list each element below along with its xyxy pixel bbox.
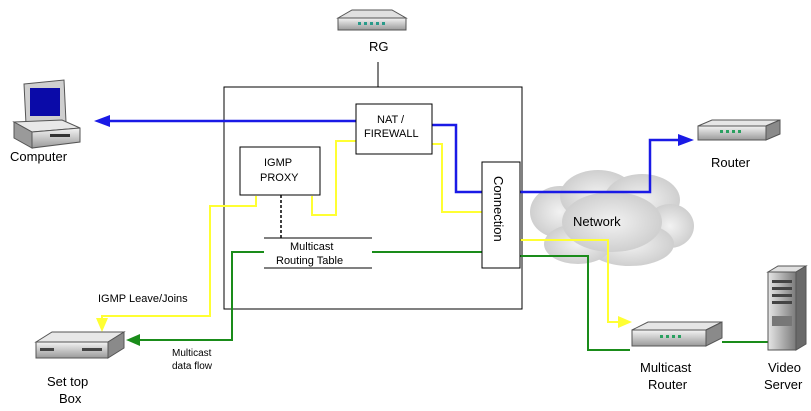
video-label-line1: Video (768, 360, 801, 375)
mrouter-label-line2: Router (648, 377, 688, 392)
igmp-leave-joins-label: IGMP Leave/Joins (98, 293, 188, 305)
router-label: Router (711, 155, 751, 170)
igmp-arrow-stb (96, 318, 108, 332)
mrouter-label-line1: Multicast (640, 360, 692, 375)
video-label-line2: Server (764, 377, 803, 392)
igmp-proxy-box (240, 147, 320, 195)
igmp-arrow-mrouter (618, 316, 632, 328)
set-top-box-icon (36, 332, 124, 358)
computer-icon (14, 80, 80, 148)
rg-gateway-icon (338, 10, 406, 30)
multicast-path-server (722, 330, 770, 342)
rg-label: RG (369, 39, 389, 54)
stb-label-line1: Set top (47, 374, 88, 389)
computer-label: Computer (10, 149, 68, 164)
mrt-label-line1: Multicast (290, 241, 333, 253)
network-cloud: Network (530, 170, 694, 266)
igmp-label-line2: PROXY (260, 172, 299, 184)
mrt-label-line2: Routing Table (276, 255, 343, 267)
multicast-flow-label-line1: Multicast (172, 348, 212, 359)
multicast-routing-table: Multicast Routing Table (264, 238, 372, 268)
network-label: Network (573, 214, 621, 229)
router-icon (698, 120, 780, 140)
igmp-label-line1: IGMP (264, 157, 292, 169)
multicast-router-icon (632, 322, 722, 346)
stb-label-line2: Box (59, 391, 82, 406)
connection-label: Connection (491, 176, 506, 242)
unicast-arrow-computer (94, 115, 110, 127)
nat-label-line1: NAT / (377, 114, 405, 126)
unicast-arrow-router (678, 134, 694, 146)
multicast-flow-label-line2: data flow (172, 361, 213, 372)
multicast-arrow-stb (126, 334, 140, 346)
multicast-path-from-mrouter (520, 256, 630, 350)
server-icon (768, 266, 806, 350)
nat-label-line2: FIREWALL (364, 128, 419, 140)
